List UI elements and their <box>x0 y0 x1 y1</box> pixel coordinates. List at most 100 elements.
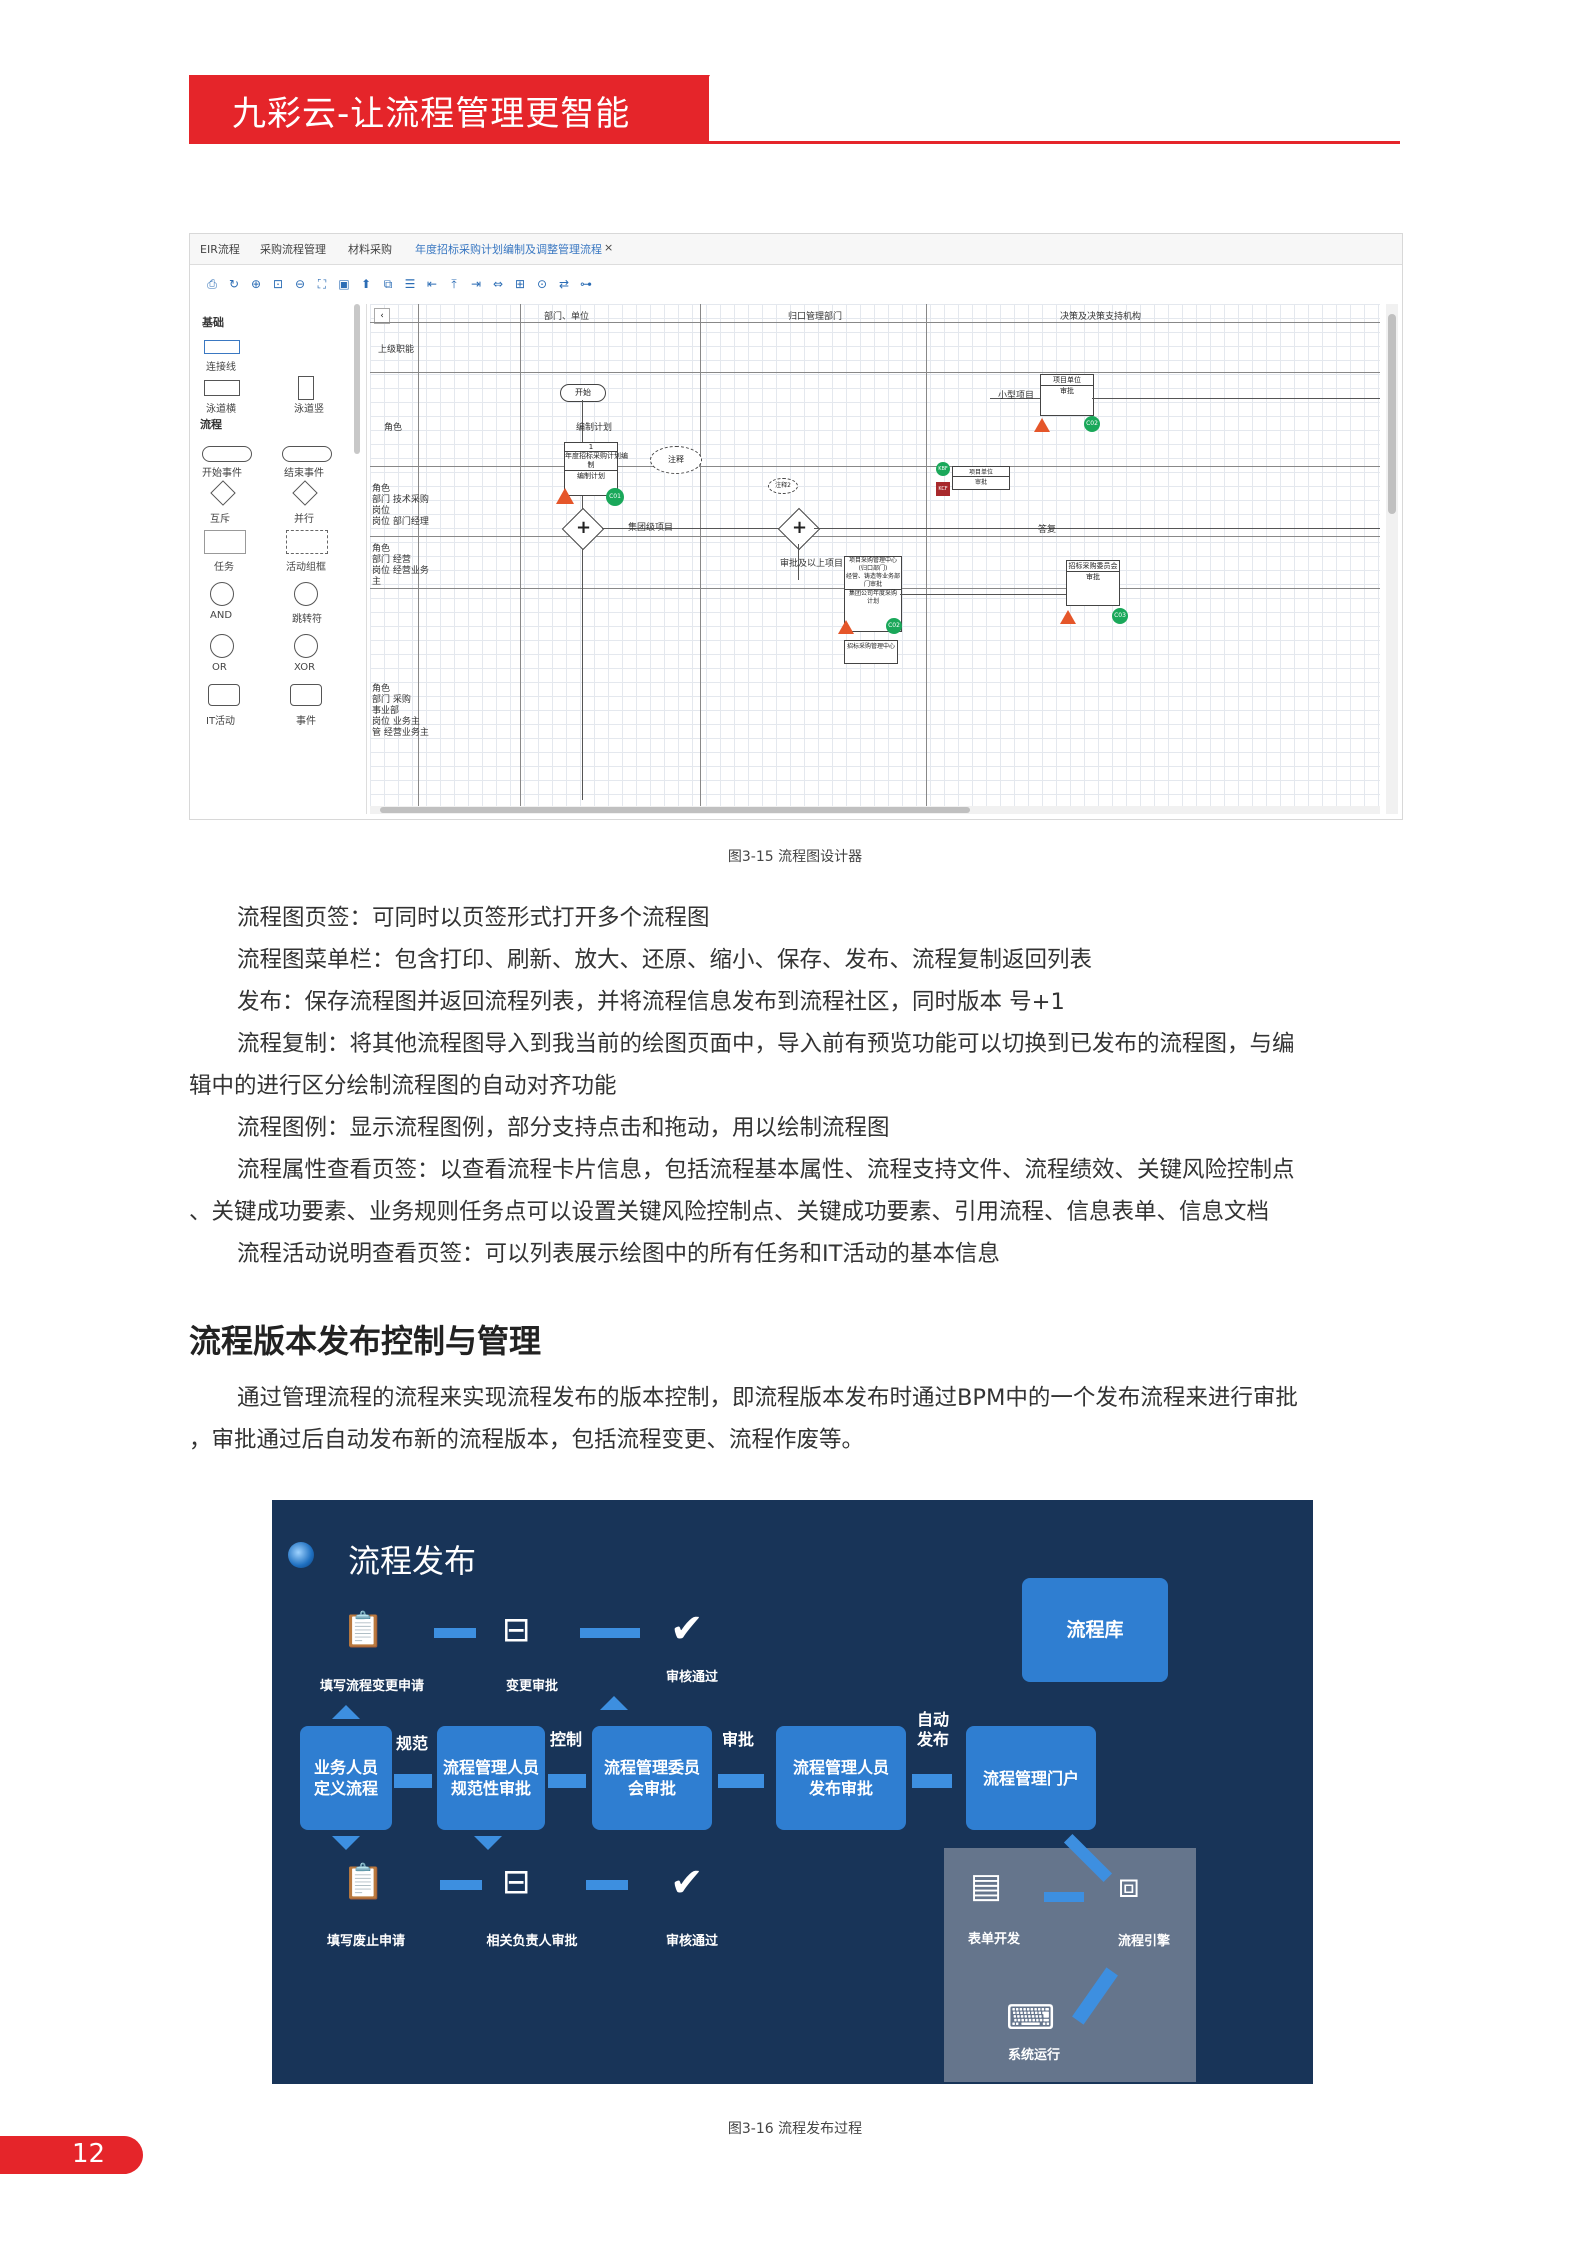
task-title: 年度招标采购计划编 制 <box>565 452 628 471</box>
release-process-diagram: 流程发布 流程库 📋 填写流程变更申请 ⊟ 变更审批 ✔ 审核通过 业务人员 定… <box>272 1500 1313 2084</box>
refresh-icon[interactable]: ↻ <box>228 277 240 291</box>
edge-label-major: 集团级项目 <box>628 523 674 533</box>
engine-step-run: 系统运行 <box>1007 2048 1060 2063</box>
control-point-c02[interactable]: C02 <box>886 618 902 634</box>
bottom-step-3: 审核通过 <box>665 1934 718 1949</box>
start-event-shape[interactable] <box>202 446 252 462</box>
task-role: 审批 <box>974 479 987 486</box>
tab-eir[interactable]: EIR流程 <box>200 243 240 256</box>
return-list-icon[interactable]: ⊶ <box>580 277 592 291</box>
hierarchy-icon: ⊟ <box>502 1862 531 1902</box>
event-shape[interactable] <box>290 684 322 706</box>
control-point-c03[interactable]: C03 <box>1112 608 1128 624</box>
code-window-icon: ⌨ <box>1006 1998 1056 2038</box>
tab-procurement-mgmt[interactable]: 采购流程管理 <box>260 243 326 256</box>
align-right-icon[interactable]: ⇥ <box>470 277 482 291</box>
connector-label: 连接线 <box>206 362 236 373</box>
flowchart-toolbar: ⎙ ↻ ⊕ ⊡ ⊖ ⛶ ▣ ⬆ ⧉ ☰ ⇤ ⤒ ⇥ ⇔ ⊞ ⊙ ⇄ ⊶ <box>190 276 1402 298</box>
align-top-icon[interactable]: ⤒ <box>451 277 457 291</box>
task-project-approval[interactable]: 项目单位 审批 <box>1040 374 1094 416</box>
flow-line <box>798 544 799 580</box>
copy-icon[interactable]: ⧉ <box>383 277 393 291</box>
zoom-out-icon[interactable]: ⊖ <box>294 277 306 291</box>
publish-icon[interactable]: ⬆ <box>360 277 372 291</box>
flowchart-canvas[interactable]: 部门、单位 归口管理部门 决策及决策支持机构 ‹ 上级职能 角色 角色 部门 技… <box>370 304 1380 814</box>
tab-close-icon[interactable]: × <box>604 241 614 254</box>
parallel-gateway-shape[interactable] <box>292 480 318 506</box>
lock-icon[interactable]: ⊞ <box>514 277 526 291</box>
activity-group-shape[interactable] <box>286 530 328 554</box>
save-icon[interactable]: ▣ <box>338 277 350 291</box>
palette-section-basic: 基础 <box>202 316 224 329</box>
collapse-icon[interactable]: ‹ <box>374 308 390 324</box>
risk-triangle <box>838 620 854 634</box>
arrow-label-approve: 审批 <box>721 1730 754 1749</box>
scroll-thumb[interactable] <box>380 807 970 813</box>
align-icon[interactable]: ☰ <box>404 277 416 291</box>
back-icon[interactable]: ⊙ <box>536 277 548 291</box>
task-mid[interactable]: 项目单位 审批 <box>952 466 1010 490</box>
note-2-shape[interactable]: 注释2 <box>768 478 798 494</box>
scroll-thumb[interactable] <box>1388 314 1396 514</box>
control-point-c01[interactable]: C01 <box>606 488 624 506</box>
reset-icon[interactable]: ⛶ <box>317 277 327 291</box>
zoom-in-icon[interactable]: ⊕ <box>250 277 262 291</box>
gateway-1-plus: + <box>576 517 592 538</box>
xor-shape[interactable] <box>294 634 318 658</box>
end-event-label: 结束事件 <box>284 468 324 479</box>
portal-box: 流程管理门户 <box>966 1726 1096 1830</box>
hierarchy-icon: ⊟ <box>502 1610 531 1650</box>
paragraph-publish: 发布：保存流程图并返回流程列表，并将流程信息发布到流程社区，同时版本 号+1 <box>237 989 1065 1015</box>
swap-icon[interactable]: ⇄ <box>558 277 570 291</box>
task-label: 任务 <box>214 562 234 573</box>
kcf-tag[interactable]: KCF <box>936 482 950 496</box>
distribute-icon[interactable]: ⇔ <box>492 277 504 291</box>
fit-icon[interactable]: ⊡ <box>272 277 284 291</box>
task-shape[interactable] <box>204 530 246 554</box>
task-role: 审批 <box>1086 573 1100 581</box>
admin-standard-box: 流程管理人员 规范性审批 <box>437 1726 545 1830</box>
task-committee[interactable]: 招标采购委员会 审批 <box>1066 560 1120 606</box>
lane-label-role: 角色 <box>384 423 403 433</box>
it-activity-shape[interactable] <box>208 684 240 706</box>
kbf-tag[interactable]: KBF <box>936 462 950 476</box>
end-event-shape[interactable] <box>282 446 332 462</box>
section-title: 流程版本发布控制与管理 <box>189 1322 542 1360</box>
task-role: 审批 <box>1060 387 1074 395</box>
canvas-vertical-scrollbar[interactable] <box>1386 304 1398 814</box>
task-annual-plan[interactable]: 1 年度招标采购计划编 制 编制计划 <box>564 442 628 496</box>
print-icon[interactable]: ⎙ <box>207 277 217 291</box>
canvas-horizontal-scrollbar[interactable] <box>370 806 1380 814</box>
sub-flow-shape[interactable] <box>294 582 318 606</box>
arrow-right-icon <box>1044 1892 1084 1902</box>
lane-h-shape[interactable] <box>204 380 240 396</box>
tab-annual-plan[interactable]: 年度招标采购计划编制及调整管理流程 <box>415 243 602 256</box>
committee-box: 流程管理委员 会审批 <box>592 1726 712 1830</box>
start-node[interactable]: 开始 <box>560 384 606 402</box>
task-bottom[interactable]: 招标采购管理中心 <box>844 640 898 664</box>
control-point-c02b[interactable]: C02 <box>1084 416 1100 432</box>
palette-scrollbar[interactable] <box>354 304 360 454</box>
or-shape[interactable] <box>210 634 234 658</box>
process-library-box: 流程库 <box>1022 1578 1168 1682</box>
column-divider <box>926 304 927 814</box>
top-step-1: 填写流程变更申请 <box>319 1679 424 1694</box>
column-header-dept: 部门、单位 <box>544 312 590 322</box>
paragraph-menu: 流程图菜单栏：包含打印、刷新、放大、还原、缩小、保存、发布、流程复制返回列表 <box>237 947 1093 973</box>
tab-material-purchase[interactable]: 材料采购 <box>348 243 392 256</box>
align-left-icon[interactable]: ⇤ <box>426 277 438 291</box>
business-define-box: 业务人员 定义流程 <box>300 1726 392 1830</box>
exclusive-gateway-shape[interactable] <box>210 480 236 506</box>
lane-label-procurement: 角色 部门 采购 事业部 岗位 业务主 管 经营业务主 <box>372 684 429 738</box>
edge-label-reply: 答复 <box>1038 525 1057 535</box>
task-central-approval[interactable]: 项目采购管理中心 (归口部门) 经营、铸造等业务部 门审批 集团公司年度采购 计… <box>844 556 902 632</box>
paragraph-tabs: 流程图页签：可同时以页签形式打开多个流程图 <box>237 905 710 931</box>
engine-step-workflow: 流程引擎 <box>1117 1934 1170 1949</box>
body-text: 流程图页签：可同时以页签形式打开多个流程图 流程图菜单栏：包含打印、刷新、放大、… <box>189 897 1401 1275</box>
connector-shape[interactable] <box>204 340 240 354</box>
note-shape[interactable]: 注释 <box>650 446 702 474</box>
and-shape[interactable] <box>210 582 234 606</box>
top-step-2: 变更审批 <box>505 1679 558 1694</box>
engine-panel: ▤ 表单开发 ⧈ 流程引擎 ⌨ 系统运行 <box>944 1848 1196 2082</box>
lane-v-shape[interactable] <box>298 376 314 400</box>
